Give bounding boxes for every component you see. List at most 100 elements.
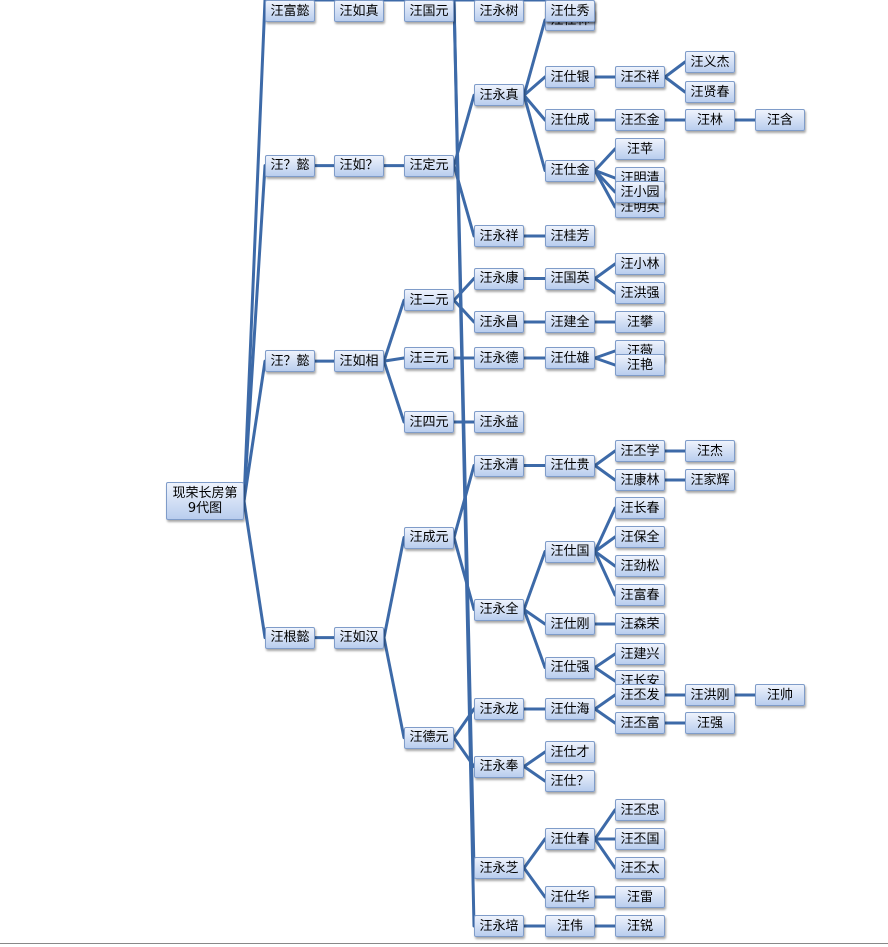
person-node[interactable]: 汪仕国: [545, 540, 595, 563]
person-node[interactable]: 汪定元: [404, 154, 454, 177]
person-node[interactable]: 汪永培: [474, 915, 524, 937]
connector-line: [663, 75, 687, 94]
person-node[interactable]: 汪二元: [404, 289, 454, 312]
person-node[interactable]: 汪含: [755, 109, 805, 131]
person-node[interactable]: 汪仕才: [545, 741, 595, 763]
connector-line: [522, 75, 547, 97]
person-node[interactable]: 汪伟: [545, 915, 595, 937]
connector-line: [382, 636, 406, 740]
person-node[interactable]: 汪贤春: [685, 81, 735, 103]
person-node[interactable]: 汪攀: [615, 311, 665, 333]
person-node[interactable]: 汪劲松: [615, 555, 665, 577]
person-node[interactable]: 汪根懿: [265, 626, 315, 649]
person-node[interactable]: 汪永昌: [474, 311, 524, 333]
person-node[interactable]: 汪义杰: [685, 51, 735, 73]
person-node[interactable]: 汪如汉: [334, 626, 384, 649]
person-node[interactable]: 汪四元: [404, 411, 454, 433]
person-node[interactable]: 汪永龙: [474, 698, 524, 720]
person-node[interactable]: 汪小林: [615, 253, 665, 275]
person-node[interactable]: 汪森荣: [615, 613, 665, 635]
person-node[interactable]: 汪仕雄: [545, 347, 595, 369]
person-node[interactable]: 汪仕金: [545, 159, 595, 182]
page-bottom-rule: [0, 943, 888, 944]
person-node[interactable]: 汪雷: [615, 886, 665, 908]
person-node[interactable]: 汪仕？: [545, 770, 595, 792]
connector-line: [593, 169, 617, 194]
person-node[interactable]: 汪永清: [474, 454, 524, 477]
connector-line: [593, 550, 617, 597]
person-node[interactable]: 汪仕刚: [545, 613, 595, 635]
person-node[interactable]: 汪永真: [474, 84, 524, 107]
person-node[interactable]: 汪长春: [615, 497, 665, 519]
person-node[interactable]: 汪杰: [685, 440, 735, 462]
connector-line: [242, 0, 267, 503]
connector-line: [522, 837, 547, 870]
person-node[interactable]: 汪三元: [404, 347, 454, 369]
person-node[interactable]: 汪洪强: [615, 282, 665, 304]
connector-line: [593, 652, 617, 669]
person-node[interactable]: 汪林: [685, 109, 735, 131]
person-node[interactable]: 汪丕金: [615, 109, 665, 131]
person-node[interactable]: 汪小园: [615, 181, 665, 203]
person-node[interactable]: 汪锐: [615, 915, 665, 937]
person-node[interactable]: 汪德元: [404, 726, 454, 749]
person-node[interactable]: 汪如真: [334, 0, 384, 22]
person-node[interactable]: 汪仕强: [545, 656, 595, 679]
person-node[interactable]: 汪帅: [755, 684, 805, 706]
root-node[interactable]: 现荣长房第9代图: [166, 482, 244, 520]
person-node[interactable]: 汪苹: [615, 138, 665, 160]
person-node[interactable]: 汪丕忠: [615, 799, 665, 821]
person-node[interactable]: 汪永益: [474, 411, 524, 433]
person-node[interactable]: 汪家辉: [685, 469, 735, 491]
person-node[interactable]: 汪保全: [615, 526, 665, 548]
person-node[interactable]: 汪永康: [474, 267, 524, 290]
person-node[interactable]: 汪仕成: [545, 109, 595, 131]
person-node[interactable]: 汪康林: [615, 469, 665, 491]
person-node[interactable]: 汪？懿: [265, 350, 315, 373]
person-node[interactable]: 汪永德: [474, 347, 524, 369]
person-node[interactable]: 汪建兴: [615, 643, 665, 665]
connector-line: [522, 93, 547, 172]
person-node[interactable]: 汪成元: [404, 526, 454, 549]
connector-line: [593, 464, 617, 482]
person-node[interactable]: 汪仕春: [545, 828, 595, 850]
person-node[interactable]: 汪如？: [334, 154, 384, 177]
person-node[interactable]: 汪丕富: [615, 712, 665, 734]
person-node[interactable]: 汪永树: [474, 0, 524, 22]
person-node[interactable]: 汪强: [685, 712, 735, 734]
person-node[interactable]: 汪艳: [615, 354, 665, 376]
person-node[interactable]: 汪仕秀: [545, 0, 595, 22]
person-node[interactable]: 汪建全: [545, 311, 595, 333]
person-node[interactable]: 汪丕祥: [615, 66, 665, 88]
person-node[interactable]: 汪洪刚: [685, 684, 735, 706]
person-node[interactable]: 汪丕太: [615, 857, 665, 879]
person-node[interactable]: 汪仕海: [545, 698, 595, 720]
person-node[interactable]: 汪丕国: [615, 828, 665, 850]
person-node[interactable]: 汪国元: [404, 0, 454, 22]
connector-line: [452, 0, 476, 928]
connector-line: [522, 18, 547, 97]
connector-line: [593, 449, 617, 467]
person-node[interactable]: 汪仕贵: [545, 454, 595, 477]
connector-line: [593, 169, 617, 209]
person-node[interactable]: 汪丕学: [615, 440, 665, 462]
person-node[interactable]: 汪如相: [334, 350, 384, 373]
person-node[interactable]: 汪永芝: [474, 857, 524, 879]
connector-line: [593, 147, 617, 172]
person-node[interactable]: 汪仕银: [545, 66, 595, 88]
person-node[interactable]: 汪？懿: [265, 154, 315, 177]
person-node[interactable]: 汪国英: [545, 267, 595, 290]
person-node[interactable]: 汪丕发: [615, 684, 665, 706]
person-node[interactable]: 汪永祥: [474, 225, 524, 247]
person-node[interactable]: 汪永全: [474, 598, 524, 621]
connector-line: [593, 356, 617, 367]
connector-line: [242, 499, 267, 640]
person-node[interactable]: 汪桂芳: [545, 225, 595, 247]
person-node[interactable]: 汪富懿: [265, 0, 315, 22]
connector-line: [452, 536, 476, 611]
connector-line: [242, 359, 267, 503]
person-node[interactable]: 汪仕华: [545, 886, 595, 908]
person-node[interactable]: 汪永奉: [474, 755, 524, 778]
person-node[interactable]: 汪富春: [615, 584, 665, 606]
connector-line: [522, 765, 547, 783]
